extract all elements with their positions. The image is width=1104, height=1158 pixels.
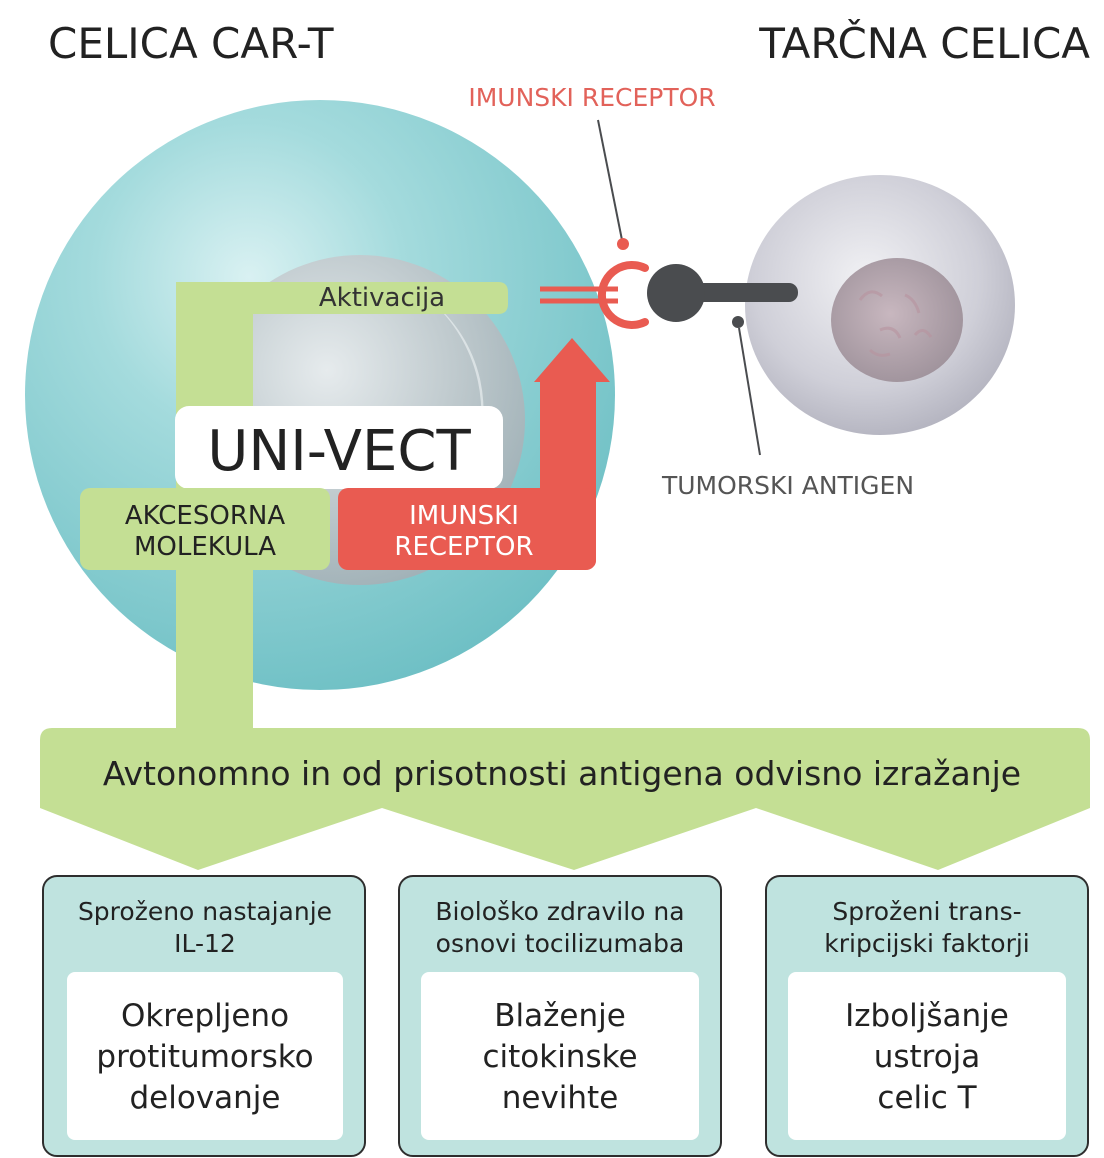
immune-receptor-pointer	[597, 119, 623, 241]
outcome-result-line1: Izboljšanje	[845, 998, 1009, 1034]
tumor-antigen-head	[647, 264, 705, 322]
immune-receptor-box	[338, 488, 596, 570]
accessory-molecule-line2: MOLEKULA	[134, 532, 276, 562]
immune-receptor-box-line1: IMUNSKI	[409, 501, 519, 531]
outcome-header-line2: osnovi tocilizumaba	[436, 929, 685, 958]
activation-label: Aktivacija	[319, 283, 445, 313]
outcome-result-line1: Blaženje	[494, 998, 626, 1034]
outcome-header-line1: Sproženo nastajanje	[78, 897, 332, 926]
outcome-card-2: Biološko zdravilo na osnovi tocilizumaba…	[398, 875, 722, 1157]
outcome-header-line2: kripcijski faktorji	[824, 929, 1029, 958]
immune-receptor-top-label: IMUNSKI RECEPTOR	[468, 83, 715, 112]
tumor-antigen-pointer	[738, 327, 761, 456]
outcome-result-line2: citokinske	[482, 1039, 637, 1075]
uni-vect-box	[175, 406, 503, 489]
target-nucleus-texture	[858, 290, 933, 357]
outcome-result-line1: Okrepljeno	[121, 998, 289, 1034]
outcome-card-1: Sproženo nastajanje IL-12 Okrepljeno pro…	[42, 875, 366, 1157]
immune-receptor-pointer-dot	[617, 238, 629, 250]
immune-receptor-cup	[598, 261, 649, 329]
target-cell-title: TARČNA CELICA	[758, 18, 1090, 68]
outcome-result-line3: nevihte	[502, 1080, 619, 1116]
immune-receptor-box-line2: RECEPTOR	[394, 532, 533, 562]
target-cell-nucleus	[831, 258, 963, 382]
outcome-header-line1: Sproženi trans-	[832, 897, 1021, 926]
accessory-molecule-box	[80, 488, 330, 570]
car-t-cell-title: CELICA CAR-T	[48, 19, 334, 68]
uni-vect-label: UNI-VECT	[207, 419, 471, 484]
outcome-result-line2: protitumorsko	[96, 1039, 313, 1075]
tumor-antigen-pointer-dot	[732, 316, 744, 328]
accessory-molecule-line1: AKCESORNA	[125, 501, 285, 531]
tumor-antigen-label: TUMORSKI ANTIGEN	[661, 471, 914, 500]
outcome-result-line3: delovanje	[129, 1080, 280, 1116]
outcome-header-line2: IL-12	[174, 929, 236, 958]
expression-banner-text: Avtonomno in od prisotnosti antigena odv…	[103, 754, 1021, 793]
outcome-result-line2: ustroja	[874, 1039, 981, 1075]
outcome-header-line1: Biološko zdravilo na	[435, 897, 684, 926]
outcome-card-3: Sproženi trans- kripcijski faktorji Izbo…	[765, 875, 1089, 1157]
outcome-result-line3: celic T	[877, 1080, 977, 1116]
expression-banner	[40, 728, 1090, 870]
